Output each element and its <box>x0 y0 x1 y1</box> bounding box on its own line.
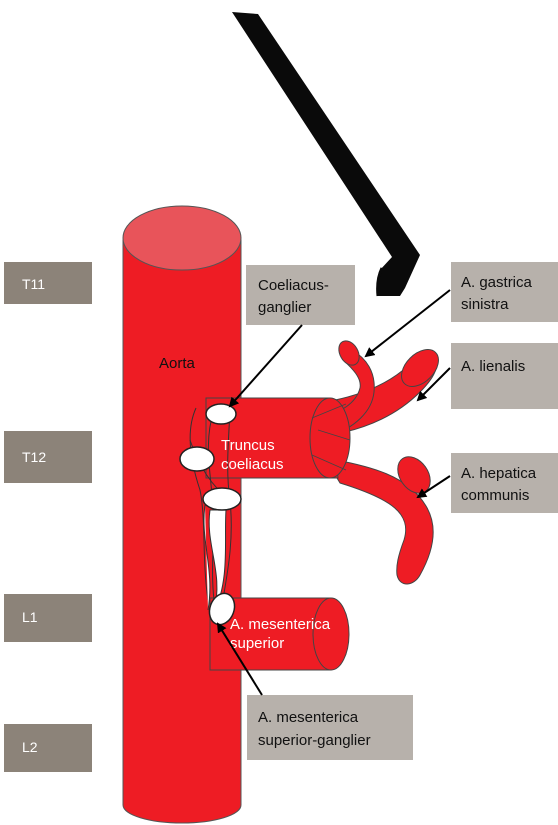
svg-text:A. hepatica: A. hepatica <box>461 465 537 482</box>
vertebra-box-t12: T12 <box>4 431 92 483</box>
callout-mesenterica-superior-ganglier: A. mesenterica superior-ganglier <box>247 695 413 760</box>
arrow-gastrica-sinistra <box>366 290 450 356</box>
svg-text:sinistra: sinistra <box>461 296 509 313</box>
svg-text:A. mesenterica: A. mesenterica <box>258 709 359 726</box>
svg-text:ganglier: ganglier <box>258 299 311 316</box>
ganglion-coeliacus-upper <box>206 404 236 424</box>
ams-label-line1: A. mesenterica <box>230 616 331 633</box>
svg-text:T11: T11 <box>22 276 45 292</box>
callout-lienalis: A. lienalis <box>451 343 558 409</box>
svg-text:superior-ganglier: superior-ganglier <box>258 732 371 749</box>
svg-text:T12: T12 <box>22 449 46 465</box>
svg-text:L1: L1 <box>22 609 38 625</box>
needle <box>232 12 420 296</box>
aorta-label: Aorta <box>159 355 196 372</box>
svg-text:A. gastrica: A. gastrica <box>461 274 533 291</box>
truncus-label-line2: coeliacus <box>221 456 284 473</box>
svg-text:communis: communis <box>461 487 529 504</box>
ams-label-line2: superior <box>230 635 284 652</box>
vertebra-box-t11: T11 <box>4 262 92 304</box>
vertebra-box-l1: L1 <box>4 594 92 642</box>
ganglion-coeliacus-lower <box>203 488 241 510</box>
callout-coeliacus-ganglier: Coeliacus- ganglier <box>246 265 355 325</box>
svg-text:Coeliacus-: Coeliacus- <box>258 277 329 294</box>
truncus-label-line1: Truncus <box>221 437 275 454</box>
ganglion-coeliacus-middle <box>180 447 214 471</box>
svg-text:L2: L2 <box>22 739 38 755</box>
callout-gastrica-sinistra: A. gastrica sinistra <box>451 262 558 322</box>
vertebra-box-l2: L2 <box>4 724 92 772</box>
svg-text:A. lienalis: A. lienalis <box>461 358 525 375</box>
callout-hepatica-communis: A. hepatica communis <box>451 453 558 513</box>
